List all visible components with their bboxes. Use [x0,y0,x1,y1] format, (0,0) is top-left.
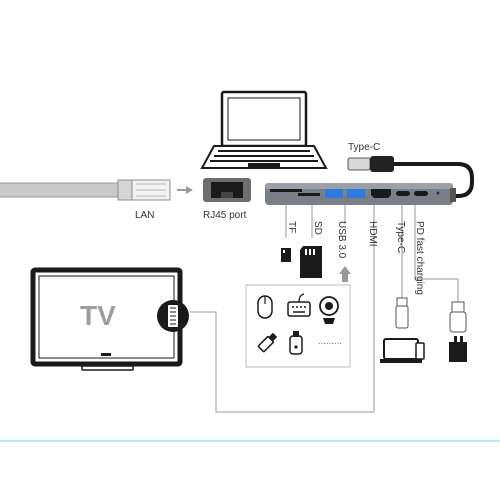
arrow-right-icon [177,186,193,194]
usb-port-1 [325,189,343,198]
type-c-connector-icon [395,297,409,329]
tf-label: TF [286,221,297,233]
hdmi-line [190,311,374,413]
more-devices-dots: ········· [318,339,342,348]
webcam-icon [319,296,339,324]
led-indicator [436,191,440,195]
usb-port-2 [347,189,365,198]
hdmi-label: HDMI [367,221,378,247]
rj45-port-label: RJ45 port [203,210,247,221]
mouse-icon [257,295,273,319]
type-c-port-1 [396,191,410,196]
small-laptop-icon [380,338,425,363]
type-c-port-2 [414,191,428,196]
rj45-plug-icon [117,179,171,201]
tf-card-icon [281,248,291,262]
power-adapter-icon [449,336,467,362]
keyboard-icon [287,293,311,317]
usb-c-hub [265,183,456,205]
usb-label: USB 3.0 [336,221,347,259]
pd-label: PD fast charging [414,221,425,295]
sd-label: SD [312,221,323,235]
sd-card-icon [300,246,322,278]
pd-line [414,205,459,302]
usb-a-plug-icon [449,301,467,333]
rj45-port-icon [203,178,251,202]
type-c-port-label: Type-C [395,221,406,253]
hdmi-port-badge [157,300,189,332]
hdmi-port [371,189,391,198]
tv-icon [30,267,183,371]
type-c-cable [394,162,474,198]
sd-slot [298,193,320,196]
arrow-up-icon [339,266,351,282]
type-c-plug-icon [347,156,394,172]
tf-slot [270,189,302,192]
lan-cable [0,182,122,198]
tv-label: TV [80,300,116,331]
laptop-icon [200,90,328,169]
usb-adapter-icon [289,331,303,355]
lan-label: LAN [135,210,154,221]
type-c-cable-label: Type-C [348,142,380,153]
